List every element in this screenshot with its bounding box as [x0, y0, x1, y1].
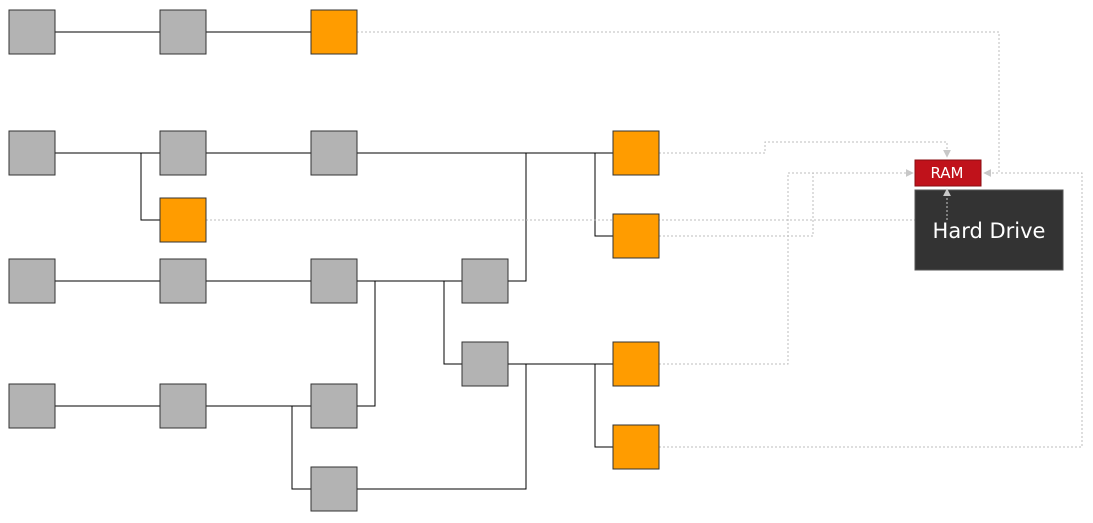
memory-link — [659, 141, 951, 158]
gray-node — [310, 466, 358, 512]
gray-node — [461, 341, 509, 387]
wire — [508, 153, 527, 282]
orange-node — [310, 9, 358, 55]
gray-node — [159, 9, 207, 55]
orange-node — [159, 197, 207, 243]
memory-link — [357, 31, 1000, 177]
gray-node — [8, 9, 56, 55]
gray-node — [159, 130, 207, 176]
hard-drive: Hard Drive — [914, 189, 1064, 271]
gray-node — [310, 130, 358, 176]
orange-node — [612, 213, 660, 259]
gray-node — [159, 258, 207, 304]
wire — [357, 364, 527, 490]
gray-node — [8, 130, 56, 176]
gray-node — [461, 258, 509, 304]
orange-nodes — [159, 9, 660, 470]
wires — [55, 31, 613, 490]
wire — [443, 281, 462, 365]
gray-node — [8, 258, 56, 304]
memory-link — [659, 172, 813, 365]
hard-drive-label: Hard Drive — [933, 219, 1046, 243]
memory-link — [206, 188, 951, 221]
memory-link — [659, 169, 914, 237]
wire — [140, 153, 160, 221]
gray-nodes — [8, 9, 509, 512]
ram: RAM — [914, 159, 982, 187]
orange-node — [612, 341, 660, 387]
orange-node — [612, 130, 660, 176]
wire — [291, 406, 311, 490]
wire — [594, 153, 613, 237]
orange-node — [612, 424, 660, 470]
ram-label: RAM — [930, 164, 963, 182]
wire — [594, 364, 613, 448]
memory-link — [659, 172, 1083, 448]
ram-box — [914, 159, 982, 187]
gray-node — [159, 383, 207, 429]
hard-drive-box — [914, 189, 1064, 271]
wire — [357, 281, 376, 407]
gray-node — [310, 258, 358, 304]
gray-node — [310, 383, 358, 429]
gray-node — [8, 383, 56, 429]
